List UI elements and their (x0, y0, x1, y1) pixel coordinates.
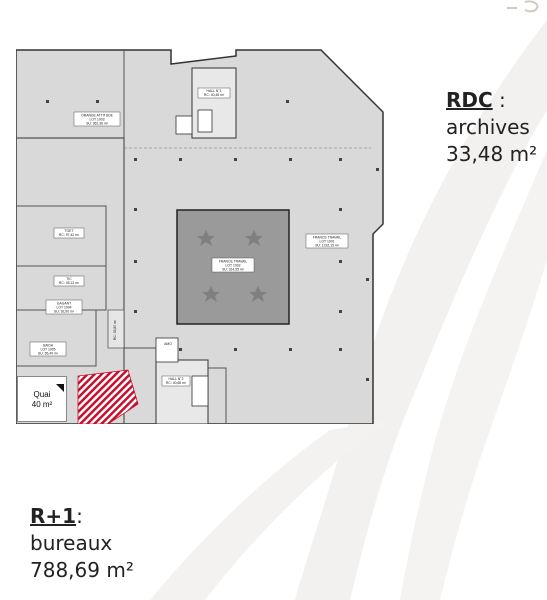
r1-area: 788,69 m² (30, 558, 134, 582)
rdc-suffix: : (492, 88, 506, 112)
quai-label: Quai (33, 390, 51, 399)
room-label-left1-1: TGET (64, 229, 73, 233)
room-label-right-3: SU: 1232,15 m² (315, 244, 340, 248)
room-label-top-left-3: SU: 362,36 m² (86, 122, 109, 126)
room-label-top-left-2: LOT 1003 (89, 118, 104, 122)
room-label-amo: AMO (164, 342, 172, 346)
room-label-left1-2: RC: 97,42 m² (59, 233, 80, 237)
room-label-hall-bottom-1: HALL N°2 (169, 377, 184, 381)
quai-box: Quai 40 m² (17, 376, 67, 422)
room-label-left4-1: SAIDA (43, 344, 54, 348)
room-label-hall-top-2: RC: 40,46 m² (204, 93, 225, 97)
room-label-left4-3: SU: 65,40 m² (38, 352, 59, 356)
room-label-corridor: RC: 35,80 m² (113, 319, 117, 340)
quai-area: 40 m² (31, 400, 53, 409)
room-label-right-2: LOT 1001 (319, 240, 334, 244)
room-label-center-2: LOT 1002 (225, 264, 240, 268)
room-label-left3-3: SU: 92,90 m² (54, 310, 75, 314)
room-label-hall-top-1: HALL N°1 (207, 89, 222, 93)
r1-title: R+1 (30, 504, 77, 528)
room-label-center-3: SU: 314,55 m² (222, 268, 245, 272)
room-label-left3-2: LOT 1004 (56, 306, 71, 310)
room-label-left2-1: TIC (66, 277, 72, 281)
room-label-left4-2: LOT 1005 (40, 348, 55, 352)
floor-plan: ORANGE ATTITUDE LOT 1003 SU: 362,36 m² H… (16, 49, 384, 424)
r1-suffix: : (76, 504, 83, 528)
room-label-right-1: FRANCE TRAVAIL (313, 236, 342, 240)
room-label-top-left-1: ORANGE ATTITUDE (81, 114, 114, 118)
logo-fragment (507, 0, 539, 13)
rdc-caption: RDC : archives 33,48 m² (446, 87, 537, 168)
room-label-left3-1: GAGANT (57, 302, 71, 306)
rdc-usage: archives (446, 115, 530, 139)
room-label-hall-bottom-2: RC: 40,66 m² (166, 381, 187, 385)
room-label-center-1: FRANCE TRAVAIL (219, 260, 248, 264)
quai-arrow-icon (56, 384, 64, 392)
rdc-title: RDC (446, 88, 493, 112)
room-label-left2-2: RC: 45,13 m² (59, 281, 80, 285)
rdc-area: 33,48 m² (446, 142, 538, 166)
r1-caption: R+1: bureaux 788,69 m² (30, 503, 134, 584)
r1-usage: bureaux (30, 531, 113, 555)
